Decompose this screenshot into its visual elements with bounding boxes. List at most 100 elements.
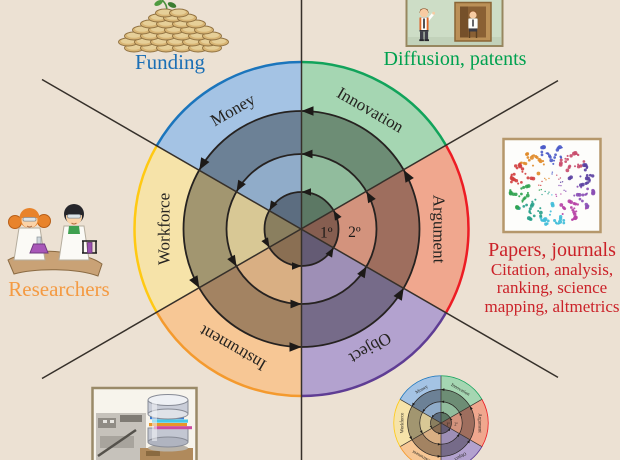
flow-arrowhead	[469, 406, 473, 410]
flow-arrowhead	[447, 428, 451, 432]
diffusion-label: Diffusion, patents	[383, 48, 527, 70]
sector-argument-zone-4	[403, 145, 470, 313]
sector-instrument-zone-3	[412, 433, 441, 457]
sector-innovation-zone-3	[301, 111, 404, 192]
flow-arrowhead	[431, 414, 435, 418]
flow-arrowhead	[409, 436, 413, 440]
flow-arrowhead	[301, 106, 314, 116]
sector-money-edge-arc	[155, 60, 302, 147]
descending-divider-line	[41, 78, 559, 379]
flow-arrowhead	[429, 425, 432, 429]
sector-workforce-zone-2	[419, 412, 432, 434]
flow-arrowhead	[261, 237, 270, 248]
sector-workforce-zone-3	[183, 170, 237, 288]
flow-arrowhead	[437, 442, 441, 446]
sector-innovation-edge-arc	[301, 60, 448, 147]
sector-label-object: Object	[453, 450, 467, 460]
flow-arrowhead	[437, 455, 441, 458]
flow-arrowhead	[441, 411, 444, 414]
ascending-divider-line	[41, 79, 559, 380]
sector-instrument-edge-arc	[155, 311, 302, 398]
flow-arrowhead	[236, 179, 246, 192]
sector-label-argument: Argument	[476, 413, 481, 433]
flow-arrowhead	[357, 266, 367, 279]
boy-scientist-icon	[58, 204, 97, 261]
sector-argument-zone-3	[366, 170, 420, 288]
sector-workforce-edge-arc	[393, 399, 401, 447]
girl-scientist-icon	[8, 208, 51, 261]
sector-money-zone-2	[422, 401, 441, 418]
sector-argument-edge-arc	[445, 144, 470, 314]
network-dots	[508, 145, 596, 226]
papers-label: Papers, journals Citation, analysis, ran…	[483, 239, 620, 316]
papers-subtitle-line-2: ranking, science	[496, 278, 608, 298]
researchers-label: Researchers	[8, 277, 110, 301]
sector-label-instrument: Instrument	[411, 448, 432, 460]
sector-instrument-zone-3	[199, 266, 302, 347]
flow-arrowhead	[269, 200, 278, 211]
sector-object-zone-2	[301, 247, 367, 304]
flow-arrowhead	[199, 157, 210, 170]
man-in-doorway-icon	[454, 1, 492, 42]
database-image	[91, 386, 198, 460]
flow-arrowhead	[301, 149, 313, 159]
science-map-image	[502, 137, 602, 234]
flow-arrowhead	[289, 342, 302, 352]
sector-workforce-zone-1	[264, 210, 302, 248]
sector-workforce-edge-arc	[133, 144, 158, 314]
sector-object-edge-arc	[301, 311, 448, 398]
papers-title: Papers, journals	[488, 239, 616, 261]
coins-icon	[118, 0, 229, 53]
flow-arrowhead	[403, 170, 414, 183]
flow-arrowhead	[441, 388, 445, 391]
sector-divider-lines	[41, 0, 559, 460]
sector-money-zone-4	[399, 375, 441, 407]
sector-innovation-edge-arc	[440, 375, 483, 400]
sector-workforce-zone-3	[407, 406, 423, 440]
flow-arrowhead	[467, 439, 470, 444]
waving-man-icon	[419, 8, 435, 42]
flow-arrowhead	[438, 432, 441, 435]
sector-innovation-zone-4	[301, 61, 447, 170]
flow-arrowhead	[325, 247, 334, 258]
sector-instrument-zone-4	[156, 288, 302, 397]
sector-innovation-zone-2	[301, 154, 367, 211]
flow-arrowhead	[290, 299, 302, 309]
sector-argument-zone-1	[301, 210, 339, 248]
sector-label-argument: Argument	[430, 195, 449, 264]
sector-label-workforce: Workforce	[401, 413, 406, 433]
sector-argument-zone-2	[333, 191, 377, 267]
sector-innovation-zone-3	[441, 389, 470, 413]
flow-arrowhead	[459, 412, 463, 416]
sector-label-money: Money	[415, 384, 430, 395]
sector-innovation-zone-4	[441, 375, 483, 407]
sector-money-zone-3	[199, 111, 302, 192]
ring-label-1: 1º	[320, 224, 333, 241]
ring-label-2: 2º	[454, 421, 458, 426]
sector-object-zone-3	[441, 433, 470, 457]
sector-money-edge-arc	[399, 375, 442, 400]
sector-workforce-zone-4	[133, 145, 200, 313]
sector-object-zone-3	[301, 266, 404, 347]
businessmen-image	[405, 0, 504, 47]
flow-arrowhead	[366, 191, 376, 204]
flow-arrowhead	[227, 254, 237, 267]
flow-arrowhead	[333, 210, 342, 221]
flow-arrowhead	[189, 275, 200, 288]
flow-arrowhead	[393, 288, 404, 301]
sector-instrument-zone-2	[236, 247, 302, 304]
flow-arrowhead	[422, 409, 426, 413]
sector-workforce-zone-4	[393, 399, 413, 447]
sector-instrument-zone-2	[422, 428, 441, 445]
sector-money-zone-4	[156, 61, 302, 170]
researchers-image	[7, 204, 103, 277]
grayscale-photo	[96, 413, 193, 460]
sector-workforce-zone-2	[226, 191, 270, 267]
ring-label-1: 1º	[446, 421, 450, 426]
science-map-frame	[502, 137, 602, 234]
sector-workforce-zone-1	[430, 417, 441, 429]
flow-arrowhead	[412, 402, 415, 407]
sector-money-zone-2	[236, 154, 302, 211]
ring-label-2: 2º	[348, 224, 361, 241]
